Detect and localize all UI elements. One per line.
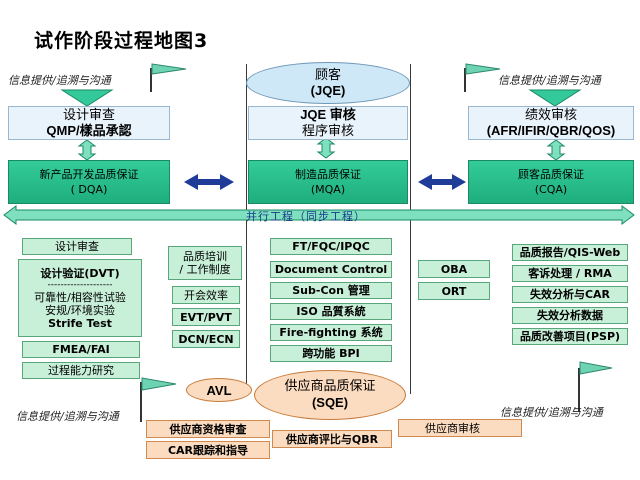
dvt-separator: -------------------- [47,279,113,290]
info-label-bottom-right: 信息提供/追溯与沟通 [500,406,603,419]
dqa-label: 新产品开发品质保证 [39,168,139,181]
divider-line [246,64,247,394]
center-item-bpi: 跨功能 BPI [270,345,392,362]
avl-ellipse: AVL [186,378,252,402]
right-item-failure-car: 失效分析与CAR [512,286,628,303]
flag-icon [465,63,501,75]
sqe-code: (SQE) [311,395,349,410]
page-title: 试作阶段过程地图3 [34,30,209,52]
supplier-audit-item: 供应商审核 [398,419,522,437]
divider-line [410,64,411,394]
center-item-subcon: Sub-Con 管理 [270,282,392,299]
mqa-label: 制造品质保证 [295,168,361,181]
double-arrow-icon [184,174,234,190]
center-item-firefighting: Fire-fighting 系统 [270,324,392,341]
jqe-audit-box: JQE 审核 程序审核 [248,106,408,140]
mqa-code: (MQA) [310,183,346,196]
dvt-box: 设计验证(DVT) -------------------- 可靠性/相容性试验… [18,259,142,337]
right-item-failure-data: 失效分析数据 [512,307,628,324]
mqa-box: 制造品质保证 (MQA) [248,160,408,204]
center-item-ft: FT/FQC/IPQC [270,238,392,255]
parallel-engineering-label: 并行工程（同步工程） [246,210,366,223]
customer-ellipse: 顾客 (JQE) [246,62,410,104]
meeting-efficiency-item: 开会效率 [172,286,240,304]
dvt-title: 设计验证(DVT) [40,266,120,280]
flag-icon [141,377,177,391]
info-label-top-left: 信息提供/追溯与沟通 [8,74,111,87]
center-item-document-control: Document Control [270,261,392,278]
right-item-rma: 客诉处理 / RMA [512,265,628,282]
jqe-audit-label: JQE 审核 [300,107,356,122]
down-arrow-icon [60,89,114,107]
info-label-top-right: 信息提供/追溯与沟通 [498,74,601,87]
flag-pole [464,68,466,92]
double-arrow-icon [418,174,466,190]
process-capability-item: 过程能力研究 [22,362,140,379]
right-item-quality-report: 品质报告/QIS-Web [512,244,628,261]
procedure-audit-label: 程序审核 [301,123,354,138]
flag-pole [578,368,580,412]
sqe-label: 供应商品质保证 [284,379,376,394]
dvt-safety: 安规/环境实验 [45,303,115,317]
customer-code: (JQE) [310,83,346,98]
info-label-bottom-left: 信息提供/追溯与沟通 [16,410,119,423]
supplier-qualification-item: 供应商资格审查 [146,420,270,438]
customer-label: 顾客 [314,68,341,83]
flag-icon [579,361,613,375]
avl-label: AVL [206,382,232,398]
evt-pvt-item: EVT/PVT [172,308,240,326]
dqa-code: ( DQA) [70,183,108,196]
oba-item: OBA [418,260,490,278]
qmp-label: QMP/樣品承認 [46,123,132,138]
flag-icon [151,63,187,75]
updown-arrow-icon [77,139,97,161]
updown-arrow-icon [316,137,336,159]
dcn-ecn-item: DCN/ECN [172,330,240,348]
ort-item: ORT [418,282,490,300]
performance-audit-box: 绩效审核 (AFR/IFIR/QBR/QOS) [468,106,634,140]
sqe-ellipse: 供应商品质保证 (SQE) [254,370,406,420]
design-review-item: 设计审查 [22,238,132,255]
parallel-arrow-icon [3,205,635,225]
updown-arrow-icon [546,139,566,161]
design-review-label: 设计审查 [62,107,115,122]
quality-training-item: 品质培训 / 工作制度 [168,246,242,280]
flag-pole [140,382,142,422]
design-review-box: 设计审查 QMP/樣品承認 [8,106,170,140]
performance-audit-label: 绩效审核 [524,107,577,122]
center-item-iso: ISO 品質系統 [270,303,392,320]
down-arrow-icon [528,89,582,107]
flag-pole [150,68,152,92]
cqa-box: 顾客品质保证 (CQA) [468,160,634,204]
fmea-item: FMEA/FAI [22,341,140,358]
dvt-strife: Strife Test [48,316,112,330]
supplier-evaluation-item: 供应商评比与QBR [272,430,392,448]
right-item-psp: 品质改善项目(PSP) [512,328,628,345]
car-tracking-item: CAR跟踪和指导 [146,441,270,459]
cqa-label: 顾客品质保证 [518,168,584,181]
cqa-code: (CQA) [534,183,568,196]
dvt-reliability: 可靠性/相容性试验 [34,290,126,304]
afr-label: (AFR/IFIR/QBR/QOS) [486,123,616,138]
dqa-box: 新产品开发品质保证 ( DQA) [8,160,170,204]
